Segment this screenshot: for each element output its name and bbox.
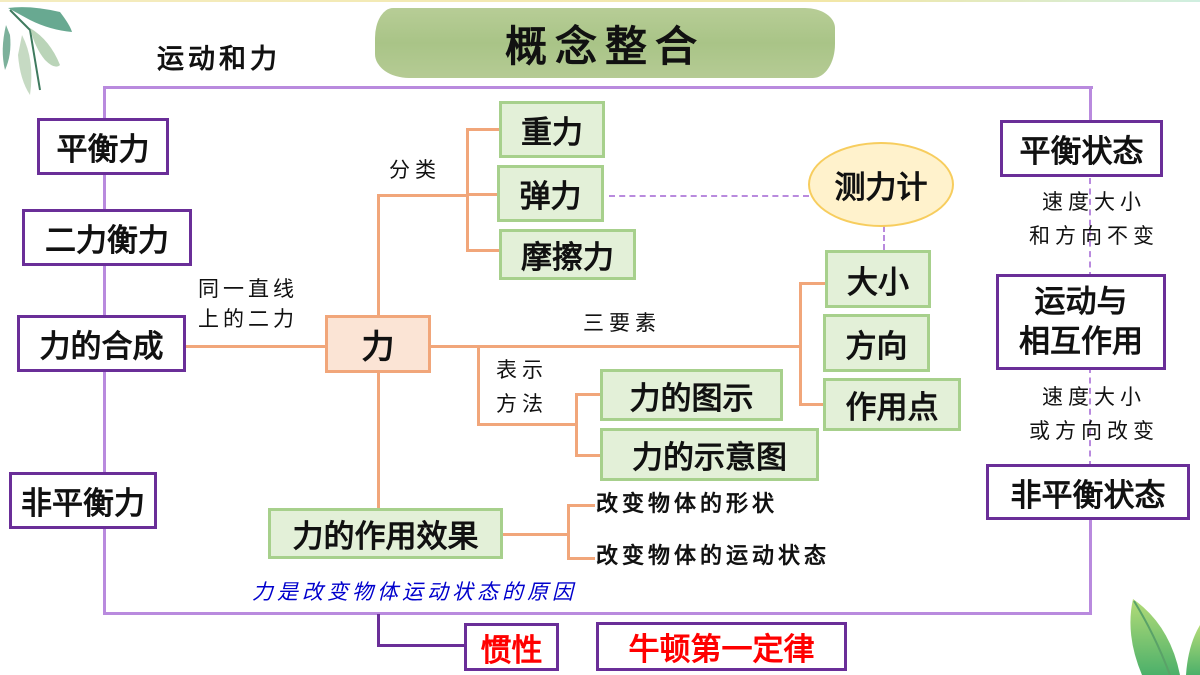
gravity-box: 重力 xyxy=(499,101,605,158)
friction-box: 摩擦力 xyxy=(499,229,636,280)
classification-bracket-v xyxy=(466,128,469,250)
force-composition-box: 力的合成 xyxy=(17,315,186,372)
three-elements-bracket-v xyxy=(799,282,802,404)
representation-branch-v xyxy=(477,345,480,425)
motion-interaction-box: 运动与 相互作用 xyxy=(996,274,1166,370)
right-dashed-line-1 xyxy=(1089,178,1091,278)
top-decor-strip xyxy=(0,0,1200,2)
gravity-link xyxy=(466,128,500,131)
effects-bracket-v xyxy=(567,504,570,559)
representation-label-line2: 方法 xyxy=(496,392,548,416)
application-point-box: 作用点 xyxy=(823,378,961,431)
balanced-desc-line1: 速度大小 xyxy=(1042,190,1146,214)
balanced-force-box: 平衡力 xyxy=(37,118,169,175)
newton-first-law-box: 牛顿第一定律 xyxy=(596,622,847,671)
three-elements-line xyxy=(431,345,801,348)
unbalanced-desc-line2: 或方向改变 xyxy=(1029,419,1159,443)
representation-label-line1: 表示 xyxy=(496,358,548,382)
force-effects-box: 力的作用效果 xyxy=(268,508,503,559)
inertia-connector-h xyxy=(377,644,465,647)
balanced-state-box: 平衡状态 xyxy=(1000,120,1163,177)
unbalanced-state-box: 非平衡状态 xyxy=(986,464,1190,520)
effect-motion: 改变物体的运动状态 xyxy=(596,543,831,569)
frame-top-line xyxy=(103,86,1093,89)
link-label: 同一直线 上的二力 xyxy=(198,274,298,334)
unbalanced-desc-line1: 速度大小 xyxy=(1042,385,1146,409)
cause-statement: 力是改变物体运动状态的原因 xyxy=(252,580,577,604)
page-title: 概念整合 xyxy=(504,21,705,71)
effects-link xyxy=(503,533,569,536)
direction-box: 方向 xyxy=(823,314,930,372)
classification-branch-h xyxy=(377,194,467,197)
force-diagram-box: 力的图示 xyxy=(600,369,783,421)
representation-label: 表示 方法 xyxy=(496,353,548,421)
composition-link-line xyxy=(186,345,326,348)
chapter-title: 运动和力 xyxy=(157,44,281,75)
point-link xyxy=(799,403,827,406)
size-link xyxy=(799,282,827,285)
force-sketch-box: 力的示意图 xyxy=(600,428,819,481)
title-banner: 概念整合 xyxy=(375,8,835,78)
motion-link xyxy=(567,557,595,560)
diagram-link xyxy=(575,393,601,396)
unbalanced-force-box: 非平衡力 xyxy=(9,472,157,529)
leaf-decoration-icon xyxy=(1130,599,1200,675)
balanced-desc-line2: 和方向不变 xyxy=(1029,224,1159,248)
classification-label: 分类 xyxy=(389,158,441,182)
elastic-force-box: 弹力 xyxy=(497,165,604,222)
link-label-line1: 同一直线 xyxy=(198,277,298,301)
dynamometer-size-dashed xyxy=(883,226,885,250)
frame-right-bottom-line xyxy=(1089,518,1092,614)
force-node: 力 xyxy=(325,315,431,373)
right-dashed-line-2 xyxy=(1089,367,1091,467)
force-down-line xyxy=(377,373,380,511)
leaf-decoration-icon xyxy=(2,7,72,95)
force-up-line xyxy=(377,194,380,316)
dynamometer-ellipse: 测力计 xyxy=(808,142,954,227)
three-elements-label: 三要素 xyxy=(583,311,661,335)
frame-right-top-line xyxy=(1089,86,1092,120)
effect-shape: 改变物体的形状 xyxy=(596,491,779,517)
representation-branch-h xyxy=(477,423,577,426)
representation-bracket-v xyxy=(575,393,578,456)
friction-link xyxy=(466,249,500,252)
motion-interaction-line2: 相互作用 xyxy=(1019,324,1143,360)
frame-bottom-line xyxy=(103,612,1092,615)
motion-interaction-line1: 运动与 xyxy=(1034,284,1128,320)
sketch-link xyxy=(575,454,601,457)
elastic-dynamometer-dashed xyxy=(609,195,809,197)
two-force-balance-box: 二力衡力 xyxy=(22,209,192,266)
elastic-link xyxy=(466,193,500,196)
shape-link xyxy=(567,504,595,507)
inertia-connector-v xyxy=(377,614,380,646)
balanced-state-desc: 速度大小 和方向不变 xyxy=(1014,185,1174,253)
link-label-line2: 上的二力 xyxy=(198,307,298,331)
unbalanced-state-desc: 速度大小 或方向改变 xyxy=(1014,380,1174,448)
inertia-box: 惯性 xyxy=(464,623,559,671)
magnitude-box: 大小 xyxy=(825,250,931,308)
